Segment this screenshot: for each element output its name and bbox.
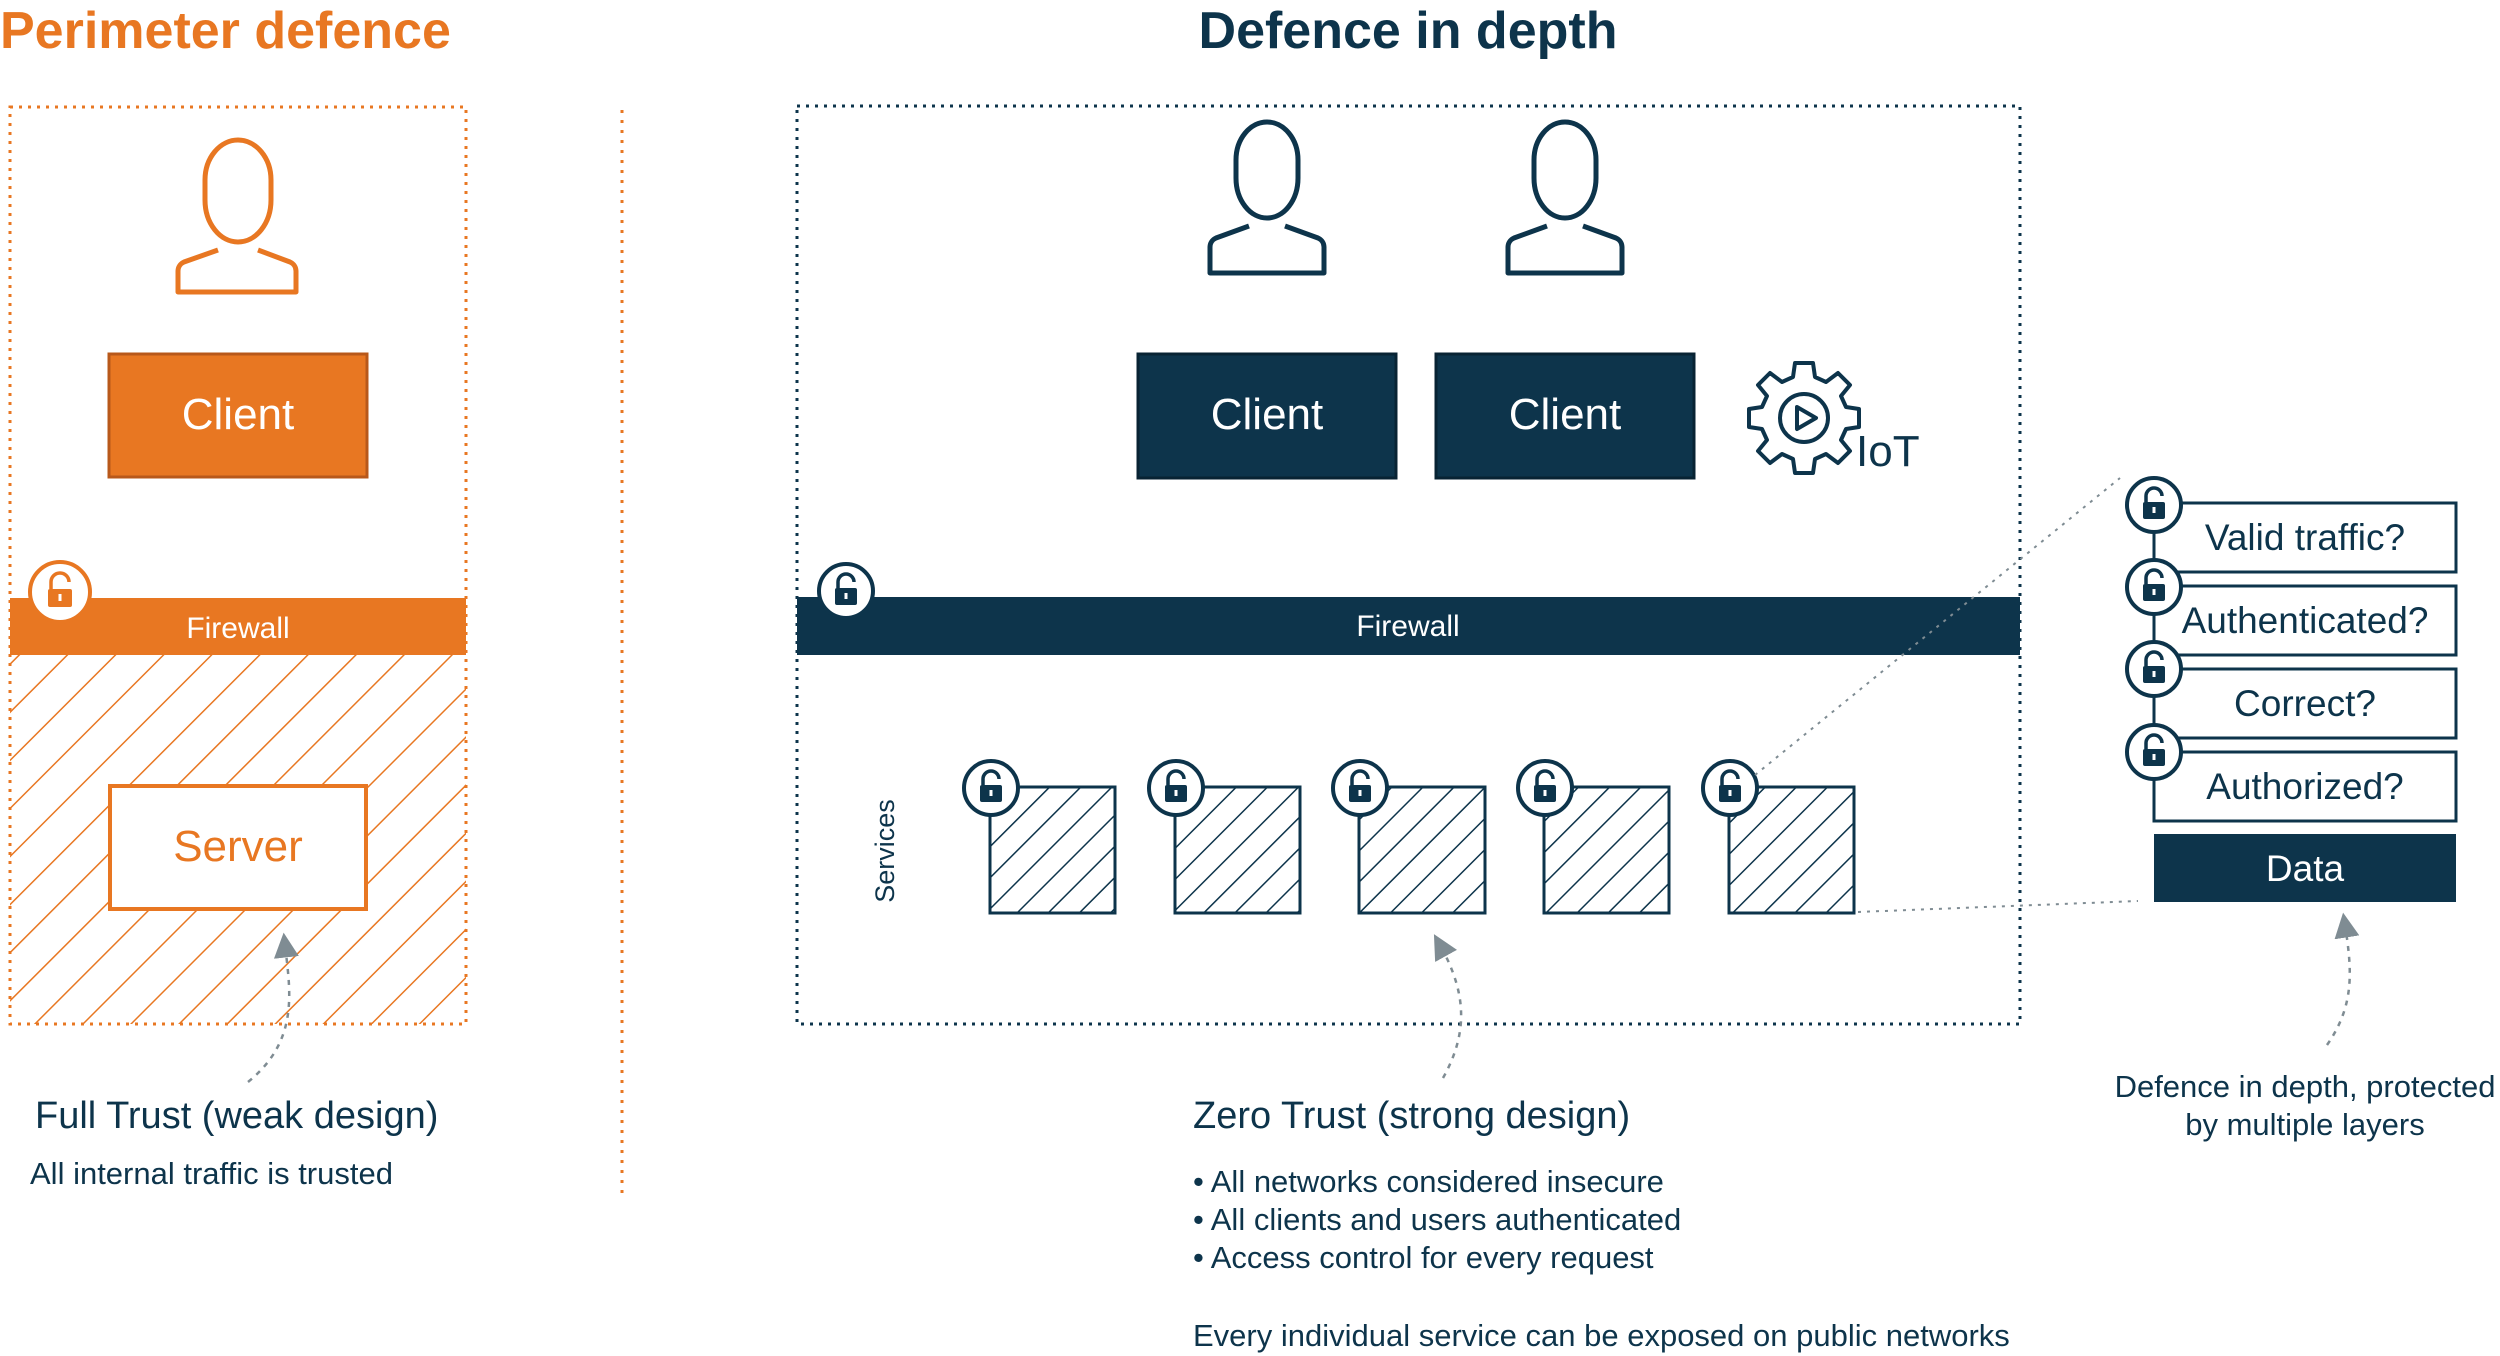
lock-icon — [817, 562, 875, 620]
layer-check-label: Correct? — [2234, 683, 2376, 724]
zero-trust-caption: Zero Trust (strong design) — [1193, 1095, 1630, 1137]
lock-icon — [1701, 759, 1759, 817]
client-label: Client — [1509, 390, 1622, 439]
client-label: Client — [182, 390, 295, 439]
lock-icon — [2125, 476, 2183, 534]
perimeter-firewall: Firewall — [10, 598, 466, 655]
data-label: Data — [2266, 848, 2345, 889]
lock-icon — [1331, 759, 1389, 817]
layer-check-label: Authorized? — [2206, 766, 2403, 807]
server-label: Server — [173, 822, 303, 871]
bullet-item: • All clients and users authenticated — [1193, 1202, 1681, 1237]
gear-play-icon — [1747, 361, 1861, 475]
layer-check-label: Valid traffic? — [2205, 517, 2405, 558]
zoom-guide-line — [1754, 477, 2121, 776]
service-block — [1173, 785, 1302, 915]
service-block — [1727, 785, 1856, 915]
bullet-item: • Access control for every request — [1193, 1240, 1654, 1275]
lock-icon — [1516, 759, 1574, 817]
full-trust-subcaption: All internal traffic is trusted — [30, 1156, 393, 1191]
lock-icon — [2125, 640, 2183, 698]
services-label: Services — [870, 799, 900, 903]
client-box: Client — [1434, 352, 1696, 480]
perimeter-defence-title: Perimeter defence — [0, 2, 451, 60]
firewall-label: Firewall — [1356, 610, 1459, 643]
lock-icon — [2125, 723, 2183, 781]
layer-check-box: Authenticated? — [2152, 584, 2458, 657]
zoom-guide-line — [1857, 900, 2139, 913]
user-icon — [1207, 119, 1327, 276]
full-trust-arrow — [247, 932, 299, 1083]
lock-icon — [962, 759, 1020, 817]
client-box: Client — [107, 352, 369, 479]
zero-trust-arrow — [1433, 934, 1463, 1079]
lock-icon — [1147, 759, 1205, 817]
full-trust-caption: Full Trust (weak design) — [35, 1095, 438, 1137]
server-box: Server — [108, 784, 368, 911]
defence-in-depth-title: Defence in depth — [1199, 2, 1618, 60]
client-box: Client — [1136, 352, 1398, 480]
firewall-label: Firewall — [186, 612, 289, 645]
lock-icon — [2125, 558, 2183, 616]
layer-check-box: Authorized? — [2152, 750, 2458, 823]
defence-firewall: Firewall — [797, 597, 2020, 655]
client-label: Client — [1211, 390, 1324, 439]
user-icon — [175, 137, 299, 295]
layers-arrow — [2325, 912, 2360, 1046]
iot-label: IoT — [1856, 427, 1920, 476]
layers-caption-line: Defence in depth, protected — [2115, 1069, 2496, 1104]
public-exposure-note: Every individual service can be exposed … — [1193, 1318, 2010, 1353]
bullet-item: • All networks considered insecure — [1193, 1164, 1664, 1199]
layer-check-label: Authenticated? — [2182, 600, 2429, 641]
layers-caption-line: by multiple layers — [2185, 1107, 2424, 1142]
user-icon — [1505, 119, 1625, 276]
data-box: Data — [2154, 834, 2456, 902]
lock-icon — [28, 560, 92, 624]
layer-check-box: Valid traffic? — [2152, 501, 2458, 574]
perimeter-boundary — [8, 105, 468, 1026]
layer-check-box: Correct? — [2152, 667, 2458, 740]
